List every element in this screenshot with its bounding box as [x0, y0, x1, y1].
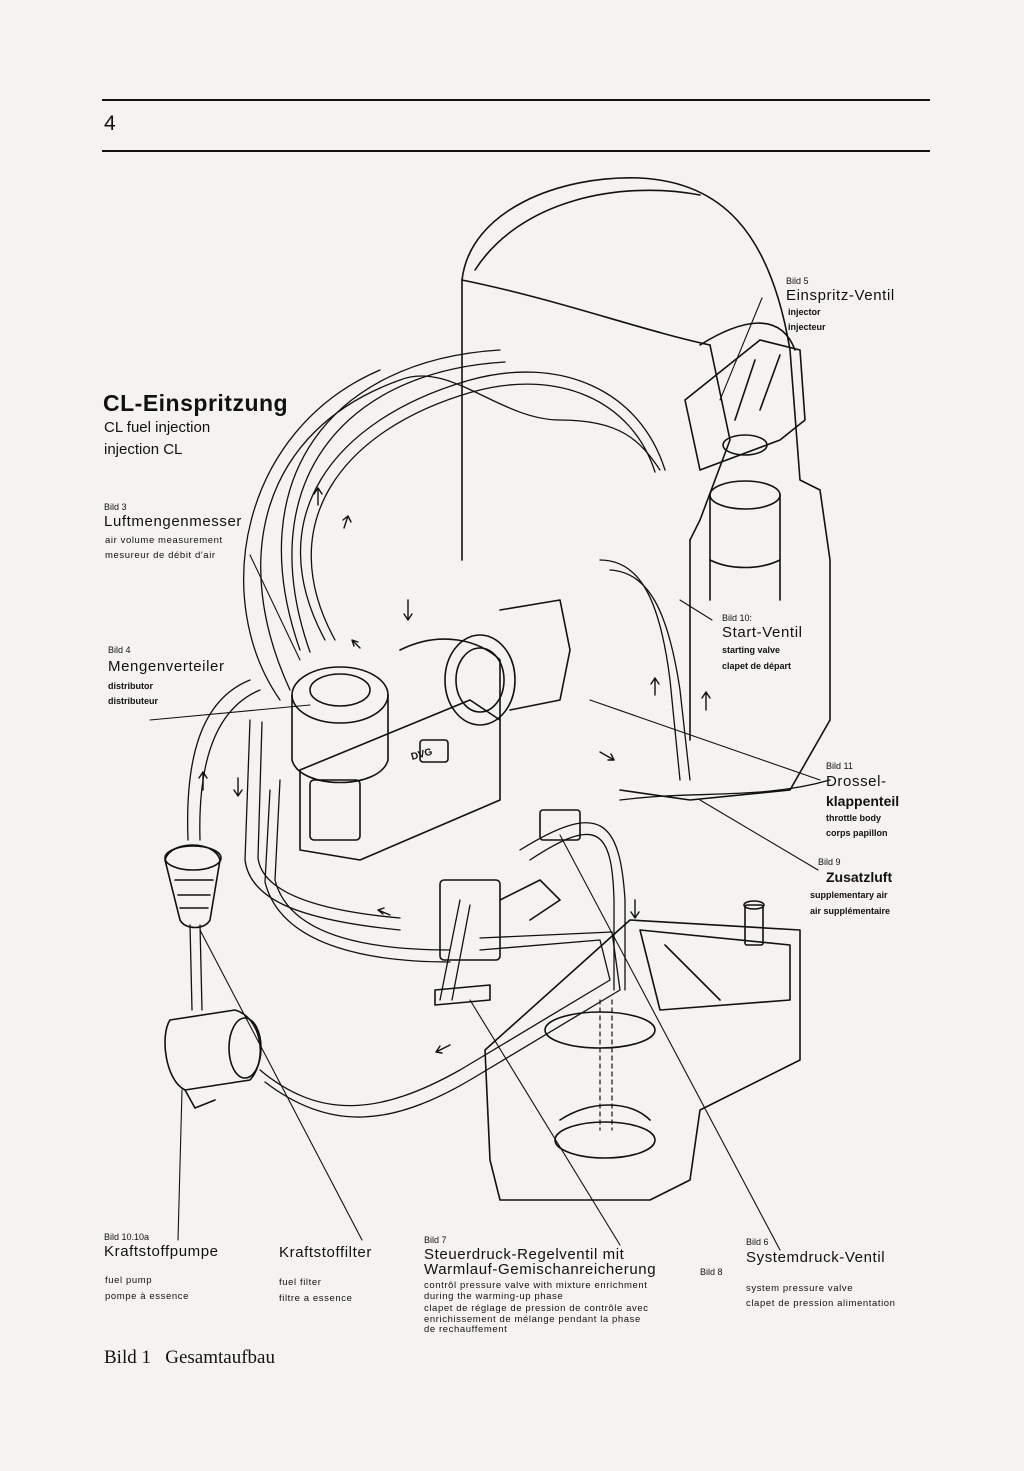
bild9-en: supplementary air [810, 890, 888, 900]
mixture-control-unit [291, 599, 571, 861]
bild10-ref: Bild 10: [722, 613, 753, 623]
bild5-ref: Bild 5 [786, 276, 809, 286]
bild11-fr: corps papillon [826, 828, 888, 838]
figure-caption: Bild 1 Gesamtaufbau [104, 1347, 275, 1368]
bild5-fr: injecteur [788, 322, 826, 332]
fuel-pump [164, 1009, 262, 1109]
bild7-de-line1: Steuerdruck-Regelventil mit [424, 1246, 625, 1263]
bild10-fr: clapet de départ [722, 661, 792, 671]
bild7-en-line2: during the warming-up phase [424, 1291, 564, 1302]
bild3-fr: mesureur de débit d'air [105, 550, 216, 561]
bild3-de: Luftmengenmesser [104, 513, 243, 530]
bild7-fr-line2: enrichissement de mélange pendant la pha… [424, 1314, 641, 1325]
bild11-ref: Bild 11 [826, 761, 853, 771]
bild9-ref: Bild 9 [818, 857, 841, 867]
control-pressure-valve [434, 809, 581, 1006]
bild11-en: throttle body [826, 813, 881, 823]
fuel-lines [186, 349, 831, 1118]
bild7-fr-line3: de rechauffement [424, 1324, 508, 1335]
bild10-de: Start-Ventil [722, 624, 803, 641]
bild6-fr: clapet de pression alimentation [746, 1298, 896, 1309]
bild10-en: starting valve [722, 645, 781, 655]
dvg-badge: DVG [410, 747, 434, 763]
bild3-ref: Bild 3 [104, 502, 127, 512]
bild1010a-en: fuel pump [105, 1275, 153, 1286]
filter-de: Kraftstoffilter [279, 1244, 372, 1261]
cylinder-head [684, 339, 806, 601]
filter-fr: filtre a essence [279, 1293, 353, 1304]
bild9-de: Zusatzluft [826, 869, 893, 885]
bild3-en: air volume measurement [105, 535, 223, 546]
title-fr: injection CL [104, 441, 183, 458]
page-number: 4 [104, 112, 116, 135]
bild4-ref: Bild 4 [108, 645, 131, 655]
flow-arrows [198, 487, 711, 1054]
bild4-en: distributor [108, 681, 153, 691]
bild6-de: Systemdruck-Ventil [746, 1249, 886, 1266]
bild8-ref: Bild 8 [700, 1267, 723, 1277]
top-rule [102, 99, 930, 101]
bild5-en: injector [788, 307, 821, 317]
leader-lines [149, 297, 821, 1251]
bild9-fr: air supplémentaire [810, 906, 891, 916]
bild7-ref: Bild 7 [424, 1235, 447, 1245]
bild7-de-line2: Warmlauf-Gemischanreicherung [424, 1261, 657, 1278]
bild6-en: system pressure valve [746, 1283, 854, 1294]
bild6-ref: Bild 6 [746, 1237, 769, 1247]
fuel-filter [164, 844, 222, 929]
page-title: CL-Einspritzung [103, 390, 289, 416]
bild1010a-fr: pompe à essence [105, 1291, 189, 1302]
bild11-de-line2: klappenteil [826, 793, 900, 809]
tank-intake [599, 999, 613, 1131]
bild7-fr-line1: clapet de réglage de pression de contrôl… [424, 1303, 649, 1314]
filter-en: fuel filter [279, 1277, 322, 1288]
bild4-de: Mengenverteiler [108, 658, 225, 675]
bild1010a-ref: Bild 10.10a [104, 1232, 150, 1242]
bild5-de: Einspritz-Ventil [786, 287, 895, 304]
bild4-fr: distributeur [108, 696, 159, 706]
bild11-de-line1: Drossel- [826, 773, 887, 790]
title-en: CL fuel injection [104, 419, 211, 436]
engine-block [461, 177, 831, 801]
header-rule [102, 150, 930, 152]
bild7-en-line1: contrôl pressure valve with mixture enri… [424, 1280, 648, 1291]
bild1010a-de: Kraftstoffpumpe [104, 1243, 219, 1260]
